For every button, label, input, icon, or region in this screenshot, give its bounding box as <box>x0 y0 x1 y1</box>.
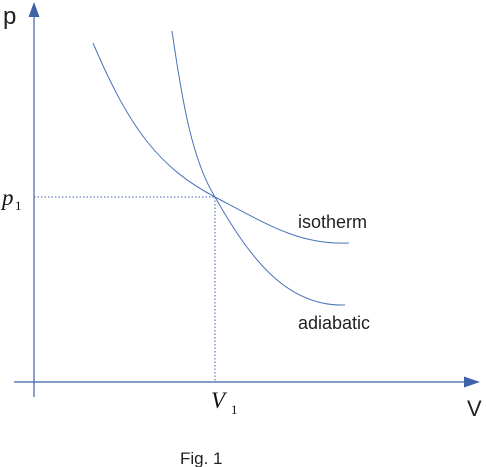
x-axis-arrowhead <box>464 376 480 388</box>
y-axis-arrowhead <box>28 2 40 17</box>
v1-label: V <box>211 388 228 413</box>
v1-subscript: 1 <box>231 402 238 417</box>
p1-subscript: 1 <box>15 198 22 213</box>
x-axis-label: V <box>467 396 482 421</box>
p1-label: p <box>0 185 14 210</box>
figure-caption: Fig. 1 <box>180 449 223 467</box>
isotherm-label: isotherm <box>298 212 367 232</box>
adiabatic-curve <box>171 30 346 306</box>
adiabatic-label: adiabatic <box>298 313 370 333</box>
y-axis-label: p <box>3 3 16 30</box>
